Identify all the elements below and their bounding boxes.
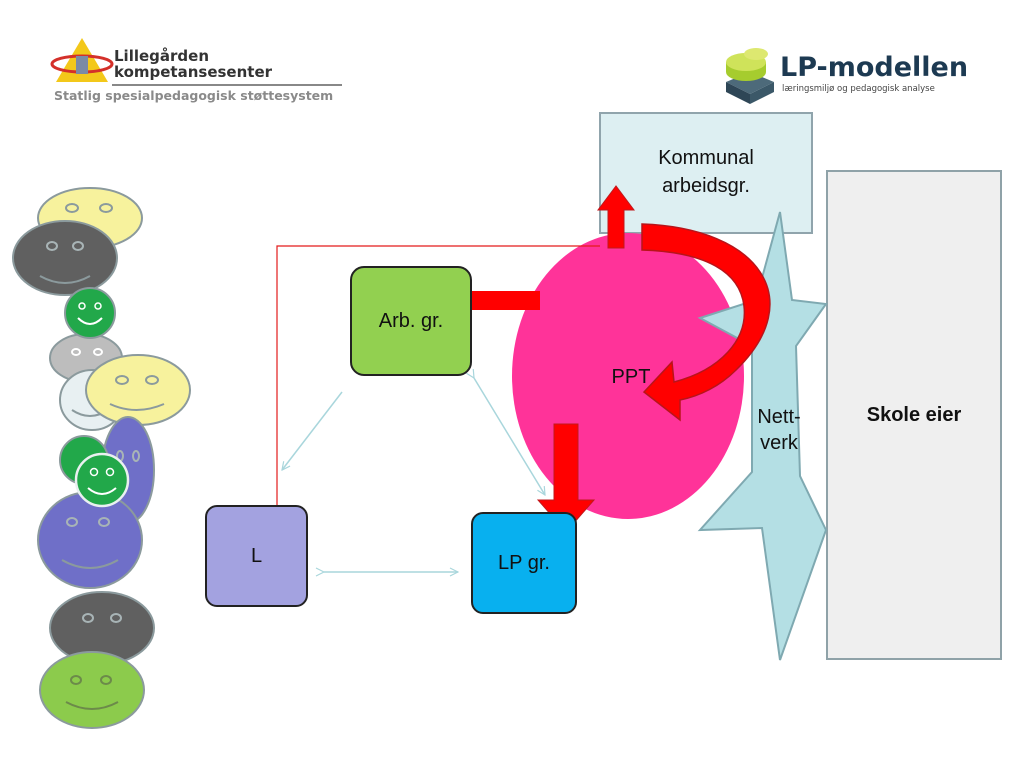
lp-gr-box: LP gr. bbox=[471, 512, 577, 614]
lillegarden-name-line1: Lillegården bbox=[114, 47, 210, 65]
lp-modellen-logo: LP-modellen læringsmiljø og pedagogisk a… bbox=[716, 42, 972, 108]
face-icon bbox=[64, 287, 116, 339]
l-box: L bbox=[205, 505, 308, 607]
face-icon bbox=[12, 220, 118, 296]
lp-modellen-title: LP-modellen bbox=[780, 52, 969, 83]
logo-divider bbox=[112, 84, 342, 86]
lp-modellen-subtitle: læringsmiljø og pedagogisk analyse bbox=[782, 84, 935, 94]
curved-arrow-nettverk bbox=[641, 223, 771, 422]
face-icon bbox=[37, 491, 143, 589]
stacked-discs-icon bbox=[726, 48, 774, 104]
arb-gr-box: Arb. gr. bbox=[350, 266, 472, 376]
lillegarden-logo: Lillegården kompetansesenter Statlig spe… bbox=[48, 34, 348, 108]
face-icon bbox=[85, 354, 191, 426]
face-icon bbox=[39, 651, 145, 729]
arb-lp-arrow bbox=[474, 378, 545, 495]
nettverk-star bbox=[697, 211, 828, 661]
lillegarden-emblem-icon bbox=[50, 38, 114, 82]
skole-eier-box: Skole eier bbox=[826, 170, 1002, 660]
ppt-to-l-line bbox=[277, 245, 600, 532]
lillegarden-name-line2: kompetansesenter bbox=[114, 63, 273, 81]
nettverk-label: Nett- verk bbox=[757, 406, 801, 454]
lillegarden-subtitle: Statlig spesialpedagogisk støttesystem bbox=[54, 88, 334, 103]
arb-to-l-arrow bbox=[282, 391, 343, 470]
ppt-label: PPT bbox=[611, 366, 651, 388]
kommunal-label: Kommunal arbeidsgr. bbox=[658, 147, 754, 197]
face-icon bbox=[49, 591, 155, 665]
ppt-to-lpgr-arrow bbox=[536, 423, 596, 533]
kommunal-arbeidsgruppe-box: Kommunal arbeidsgr. bbox=[599, 112, 813, 234]
faces-group bbox=[12, 187, 191, 729]
ppt-to-kommunal-arrow bbox=[597, 185, 635, 249]
face-icon bbox=[74, 452, 130, 508]
